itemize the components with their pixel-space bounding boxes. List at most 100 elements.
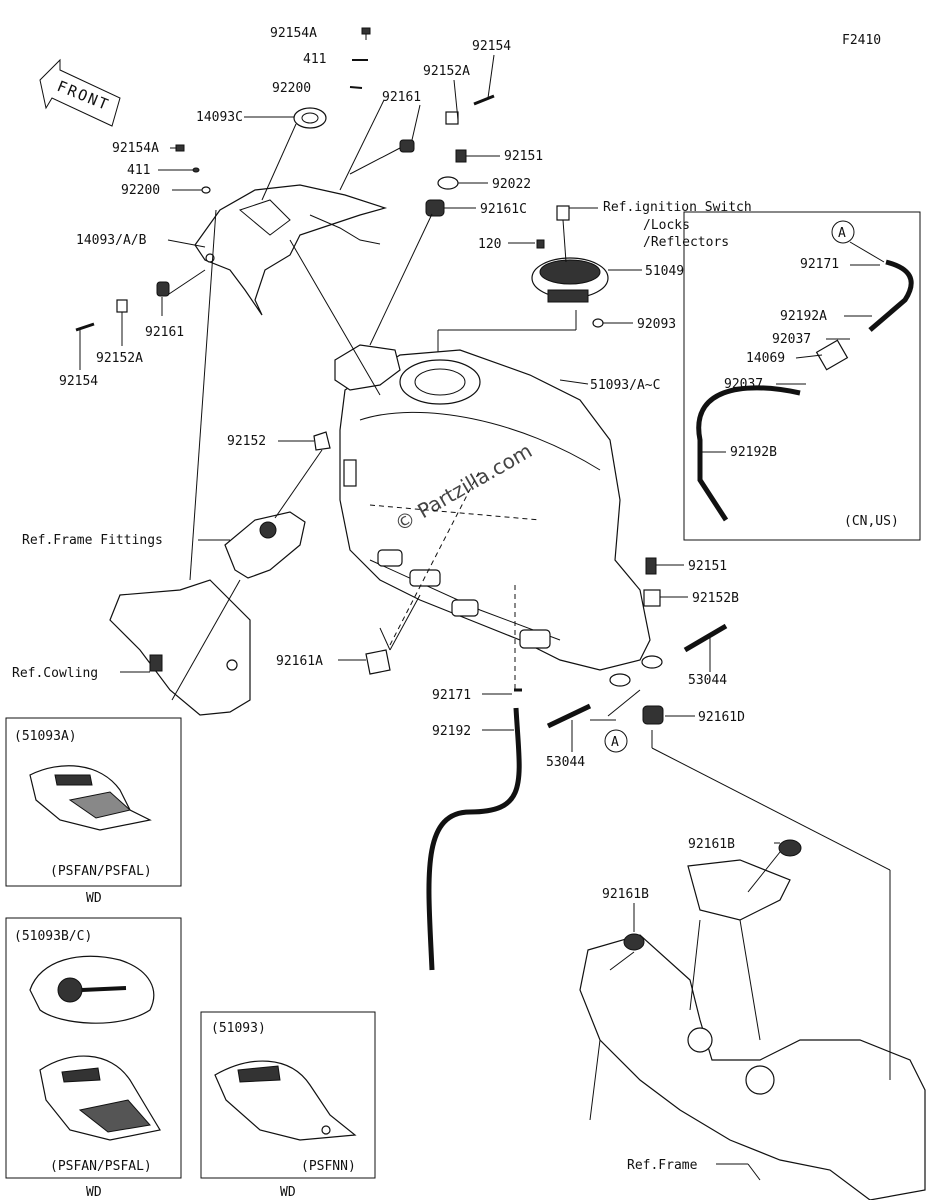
callout-ref-ignition-1: Ref.ignition Switch (603, 200, 752, 215)
fuel-cap-51049-part (531, 257, 609, 303)
grommet-92161d-icon (642, 705, 664, 725)
callout-92151-top: 92151 (504, 149, 543, 164)
tank-cover-part (194, 184, 388, 316)
callout-53044-left: 53044 (546, 755, 585, 770)
screw-92154-left-icon (75, 322, 95, 332)
variant-1-caption: WD (86, 891, 102, 906)
screw-92154a-top-icon (361, 27, 371, 40)
leader-lines (79, 54, 891, 1181)
callout-92154a-left: 92154A (112, 141, 159, 156)
variant-2-tank-side-image (39, 1055, 161, 1141)
grommet-92152-icon (313, 431, 331, 451)
collar-92152a-left-icon (116, 299, 128, 313)
circle-a-bottom (604, 729, 628, 753)
callout-92152b: 92152B (692, 591, 739, 606)
callout-120: 120 (478, 237, 501, 252)
variant-box-51093a: (51093A) (PSFAN/PSFAL) (5, 717, 182, 887)
variant-2-caption: WD (86, 1185, 102, 1200)
callout-92161b-top: 92161B (688, 837, 735, 852)
frame-ref-part (579, 859, 926, 1200)
hose-53044-right-icon (683, 623, 728, 653)
callout-ref-ignition-3: /Reflectors (643, 235, 729, 250)
collar-92152a-top-icon (445, 111, 459, 125)
variant-2-tank-top-image (29, 955, 155, 1024)
variant-box-51093bc: (51093B/C) (PSFAN/PSFAL) (5, 917, 182, 1179)
variant-1-part-label: (51093A) (14, 729, 77, 744)
screw-120-icon (536, 239, 545, 249)
circle-a-bottom-label: A (611, 735, 619, 750)
callout-53044-right: 53044 (688, 673, 727, 688)
variant-3-market-label: (PSFNN) (301, 1159, 356, 1174)
inset-callout-92192a: 92192A (780, 309, 827, 324)
callout-14093ab: 14093/A/B (76, 233, 147, 248)
inset-callout-14069: 14069 (746, 351, 785, 366)
fuel-tank-part (334, 344, 651, 687)
figure-id: F2410 (842, 33, 881, 48)
pin-411-left-icon (192, 167, 200, 173)
bolt-ignition-ref-icon (556, 205, 570, 221)
inset-circle-a (831, 220, 855, 244)
washer-92022-icon (437, 176, 459, 190)
callout-411-left: 411 (127, 163, 150, 178)
clip-92200-left-icon (201, 186, 211, 194)
callout-92161d: 92161D (698, 710, 745, 725)
inset-callout-92037-top: 92037 (772, 332, 811, 347)
callout-14093c: 14093C (196, 110, 243, 125)
variant-box-51093: (51093) (PSFNN) (200, 1011, 376, 1179)
callout-92161a: 92161A (276, 654, 323, 669)
front-label: FRONT (55, 77, 113, 114)
callout-92152: 92152 (227, 434, 266, 449)
inset-region-label: (CN,US) (844, 514, 899, 529)
callout-92161-top: 92161 (382, 90, 421, 105)
callout-ref-frame-fittings: Ref.Frame Fittings (22, 533, 163, 548)
screw-92154a-left-icon (175, 144, 185, 152)
oring-92093-icon (592, 318, 604, 328)
callout-92022: 92022 (492, 177, 531, 192)
inset-hose-92192b-icon (696, 385, 801, 522)
bolt-92151-right-icon (645, 557, 657, 575)
variant-3-tank-image (214, 1060, 357, 1141)
variant-3-caption: WD (280, 1185, 296, 1200)
callout-ref-cowling: Ref.Cowling (12, 666, 98, 681)
variant-1-market-label: (PSFAN/PSFAL) (50, 864, 152, 879)
callout-51049: 51049 (645, 264, 684, 279)
callout-92093: 92093 (637, 317, 676, 332)
grommet-92161c-icon (425, 199, 445, 217)
callout-92154a-top: 92154A (270, 26, 317, 41)
variant-2-market-label: (PSFAN/PSFAL) (50, 1159, 152, 1174)
callout-92200-top: 92200 (272, 81, 311, 96)
variant-3-part-label: (51093) (211, 1021, 266, 1036)
front-arrow-icon: FRONT (39, 58, 121, 127)
inset-hose-92192a-icon (868, 259, 914, 332)
inset-callout-92171: 92171 (800, 257, 839, 272)
pad-92161a-icon (365, 649, 391, 675)
frame-fitting-bracket-part (224, 511, 306, 579)
inset-filter-14069-icon (815, 339, 849, 371)
callout-92154: 92154 (472, 39, 511, 54)
inset-circle-a-label: A (838, 226, 846, 241)
callout-92192: 92192 (432, 724, 471, 739)
callout-92171-bottom: 92171 (432, 688, 471, 703)
variant-1-tank-image (29, 765, 152, 831)
callout-411-top: 411 (303, 52, 326, 67)
inset-callout-92192b: 92192B (730, 445, 777, 460)
callout-92151-right: 92151 (688, 559, 727, 574)
variant-2-part-label: (51093B/C) (14, 929, 92, 944)
callout-92200-left: 92200 (121, 183, 160, 198)
screw-92154-icon (473, 94, 495, 106)
inset-callout-92037-bottom: 92037 (724, 377, 763, 392)
hose-92192-icon (426, 707, 522, 971)
grommet-92161b-top-icon (778, 839, 802, 857)
callout-92152a-left: 92152A (96, 351, 143, 366)
grommet-92161-top-icon (399, 139, 415, 153)
callout-ref-ignition-2: /Locks (643, 218, 690, 233)
callout-labels: 92154A 411 92200 14093C 92154 92152A 921… (12, 26, 752, 1173)
bolt-92151-top-icon (455, 149, 467, 163)
callout-92154-left: 92154 (59, 374, 98, 389)
hose-53044-left-icon (546, 703, 592, 729)
grommet-92161-left-icon (156, 281, 170, 297)
callout-92161b-left: 92161B (602, 887, 649, 902)
callout-92161c: 92161C (480, 202, 527, 217)
washer-tank-right-icon (641, 655, 663, 669)
